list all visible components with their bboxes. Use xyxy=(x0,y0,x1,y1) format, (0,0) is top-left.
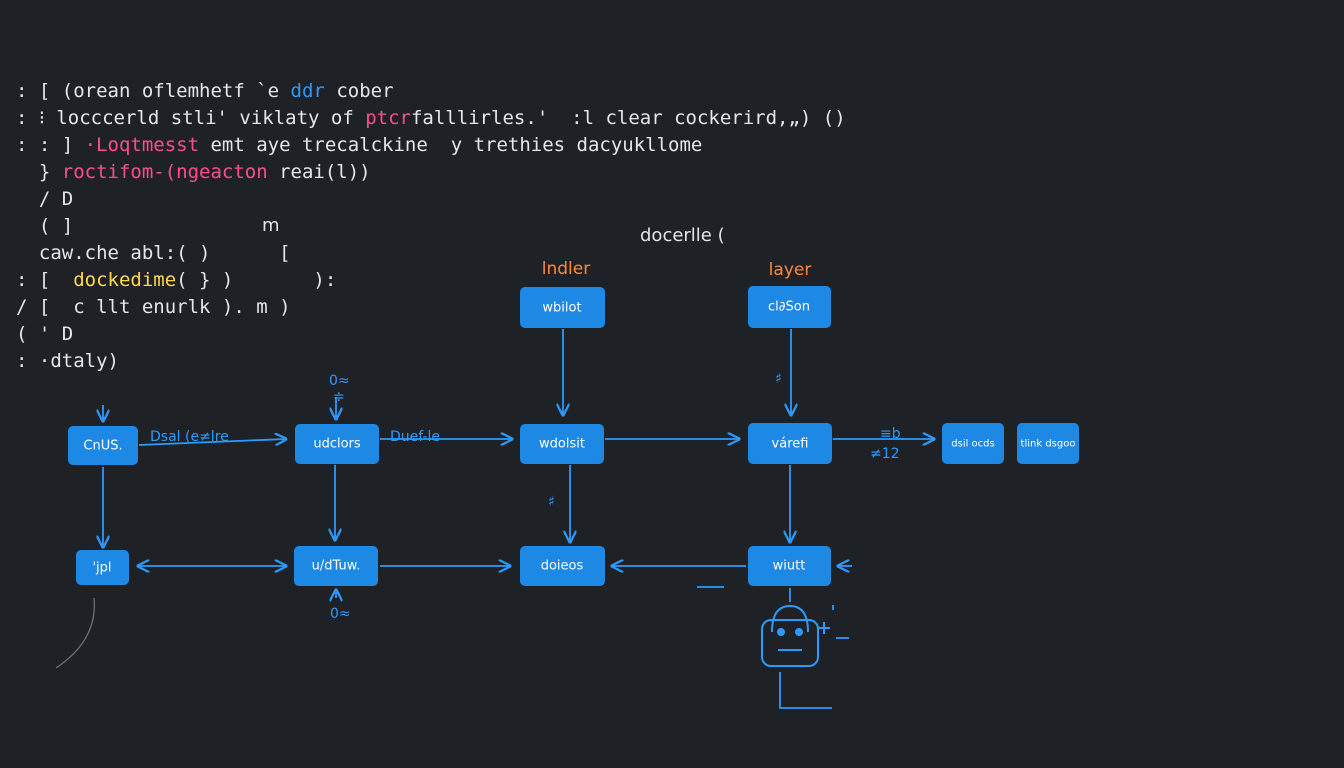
node-wiutt[interactable]: wiutt xyxy=(748,546,831,586)
code-token: / [ c llt enurlk ). m ) xyxy=(16,296,291,318)
code-token: ( ] xyxy=(16,215,74,237)
edge-label-bottom: ≠12 xyxy=(870,446,900,462)
node-label: cl∂Son xyxy=(768,300,810,315)
faint-curve xyxy=(55,597,95,669)
code-line: caw.che abl:( ) [ xyxy=(16,242,291,264)
node-label: tlink dsgoo xyxy=(1021,439,1076,450)
code-line: : [ (orean oflemhetf `e ddr cober xyxy=(16,80,394,102)
node-label: dsil ocds xyxy=(951,439,994,450)
node-label: wiutt xyxy=(773,559,806,574)
edge-cnus-udclors xyxy=(138,439,286,446)
code-line: } roctifom-(ngeacton reai(l)) xyxy=(16,161,371,183)
node-clason[interactable]: cl∂Son xyxy=(748,286,831,328)
edges xyxy=(55,329,934,709)
node-varefi[interactable]: várefi xyxy=(748,423,832,464)
code-token: reai(l)) xyxy=(267,161,371,183)
header-lndler: lndler xyxy=(542,259,590,279)
node-wbilot[interactable]: wbilot xyxy=(520,287,605,328)
node-label: u/dTuw. xyxy=(312,559,361,574)
code-token: ( ' D xyxy=(16,323,74,345)
code-token: : ⁝ locccerld stli' viklaty of xyxy=(16,107,366,129)
edge-label-udclors-top2: ≑ xyxy=(333,389,345,405)
edge-robot-out xyxy=(779,672,832,709)
node-label: udclors xyxy=(313,437,361,452)
node-tlink[interactable]: tlink dsgoo xyxy=(1017,423,1079,464)
node-jpl[interactable]: 'jpl xyxy=(76,550,129,585)
edge-label-clason: ♯ xyxy=(775,371,782,387)
code-token: ·Loqtmesst xyxy=(84,134,200,156)
node-cnus[interactable]: CnUS. xyxy=(68,426,138,465)
edge-label-udclors-top: 0≈ xyxy=(329,373,350,389)
code-line: ( ' D xyxy=(16,323,73,345)
edge-label-duefle: Duef-le xyxy=(390,429,440,445)
node-udtuw[interactable]: u/dTuw. xyxy=(294,546,378,586)
edge-label-dsal: Dsal (e≠lre xyxy=(150,429,229,445)
node-dsil[interactable]: dsil ocds xyxy=(942,423,1004,464)
m-label: m xyxy=(262,215,280,236)
node-doieos[interactable]: doieos xyxy=(520,546,605,586)
robot-icon xyxy=(761,604,830,667)
node-udclors[interactable]: udclors xyxy=(295,424,379,464)
node-label: 'jpl xyxy=(92,561,111,576)
code-token: / D xyxy=(16,188,74,210)
header-layer: layer xyxy=(769,260,812,280)
code-token: caw.che abl:( ) [ xyxy=(16,242,291,264)
code-token: } xyxy=(16,161,62,183)
code-token: : [ xyxy=(16,269,74,291)
code-token: ptcr xyxy=(365,107,411,129)
code-line: / [ c llt enurlk ). m ) xyxy=(16,296,291,318)
code-line: ( ] xyxy=(16,215,73,237)
code-token: : ·dtaly) xyxy=(16,350,119,372)
code-token: falllirles.' :l clear cockerird,„) () xyxy=(410,107,846,129)
code-line: : ⁝ locccerld stli' viklaty of ptcrfalll… xyxy=(16,107,846,129)
code-line: / D xyxy=(16,188,73,210)
code-token: roctifom-(ngeacton xyxy=(61,161,268,183)
code-token: cober xyxy=(324,80,394,102)
node-label: wdolsit xyxy=(539,437,585,452)
code-token: : : ] xyxy=(16,134,85,156)
node-label: várefi xyxy=(772,437,809,452)
code-token: emt ayе trecalckine y trethies dacyukllo… xyxy=(199,134,703,156)
node-wdolsit[interactable]: wdolsit xyxy=(520,424,604,464)
node-label: doieos xyxy=(541,559,584,574)
edge-label-wdolsit: ♯ xyxy=(548,494,555,510)
node-label: wbilot xyxy=(542,301,581,316)
code-token: ( } ) ): xyxy=(176,269,337,291)
code-line: : [ dockedime( } ) ): xyxy=(16,269,336,291)
docerlle-label: docerlle ( xyxy=(640,225,725,246)
code-token: dockedime xyxy=(73,269,177,291)
code-line: : : ] ·Loqtmesst emt ayе trecalckine y t… xyxy=(16,134,702,156)
code-line: : ·dtaly) xyxy=(16,350,119,372)
code-token: ddr xyxy=(290,80,325,102)
code-token: : [ (orean oflemhetf `e xyxy=(16,80,291,102)
edge-label-udtuw-bottom: 0≈ xyxy=(330,606,351,622)
code-block: : [ (orean oflemhetf `e ddr cober : ⁝ loc… xyxy=(16,80,956,400)
node-label: CnUS. xyxy=(83,439,122,454)
edge-label-top: ≡b xyxy=(880,426,901,442)
